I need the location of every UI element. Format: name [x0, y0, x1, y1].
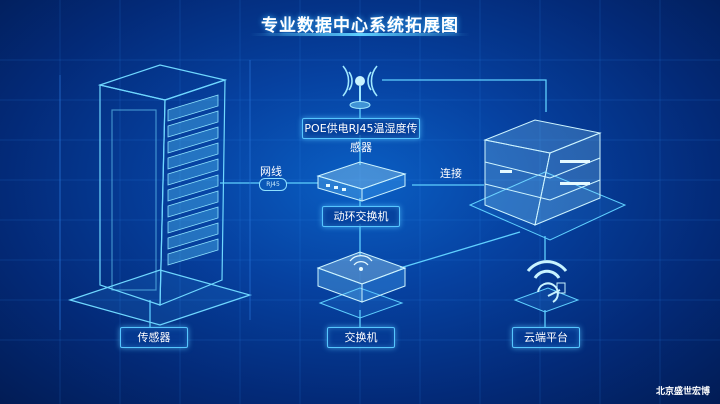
poe-sensor-label: POE供电RJ45温湿度传感器	[302, 118, 420, 154]
sensor-label: 传感器	[120, 327, 188, 348]
title-underline	[250, 33, 470, 36]
exchanger-label: 交换机	[327, 327, 395, 348]
brand-watermark: 北京盛世宏博	[655, 387, 710, 397]
page-title: 专业数据中心系统拓展图	[261, 16, 459, 36]
ring-switch-label: 动环交换机	[322, 206, 400, 227]
connect-label: 连接	[440, 167, 462, 180]
network-cable-label: 网线	[260, 165, 282, 178]
rj45-tag: RJ45	[259, 178, 287, 191]
cloud-platform-label: 云端平台	[512, 327, 580, 348]
